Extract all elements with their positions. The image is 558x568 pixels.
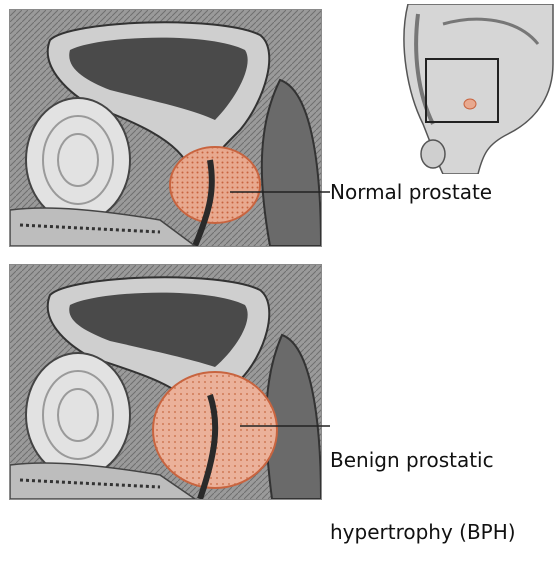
body-cross-section-figure-icon [388,4,558,174]
bph-label-line-2: hypertrophy (BPH) [330,520,516,544]
bph-anatomy-drawing [10,265,321,499]
normal-prostate-label: Normal prostate [330,180,492,204]
bph-label-line-1: Benign prostatic [330,448,516,472]
normal-leader-line [230,180,330,200]
normal-prostate-illustration [9,9,322,247]
normal-anatomy-drawing [10,10,321,246]
bph-prostate-illustration [9,264,322,500]
bph-leader-line [240,420,330,440]
bph-label: Benign prostatic hypertrophy (BPH) [330,400,516,568]
